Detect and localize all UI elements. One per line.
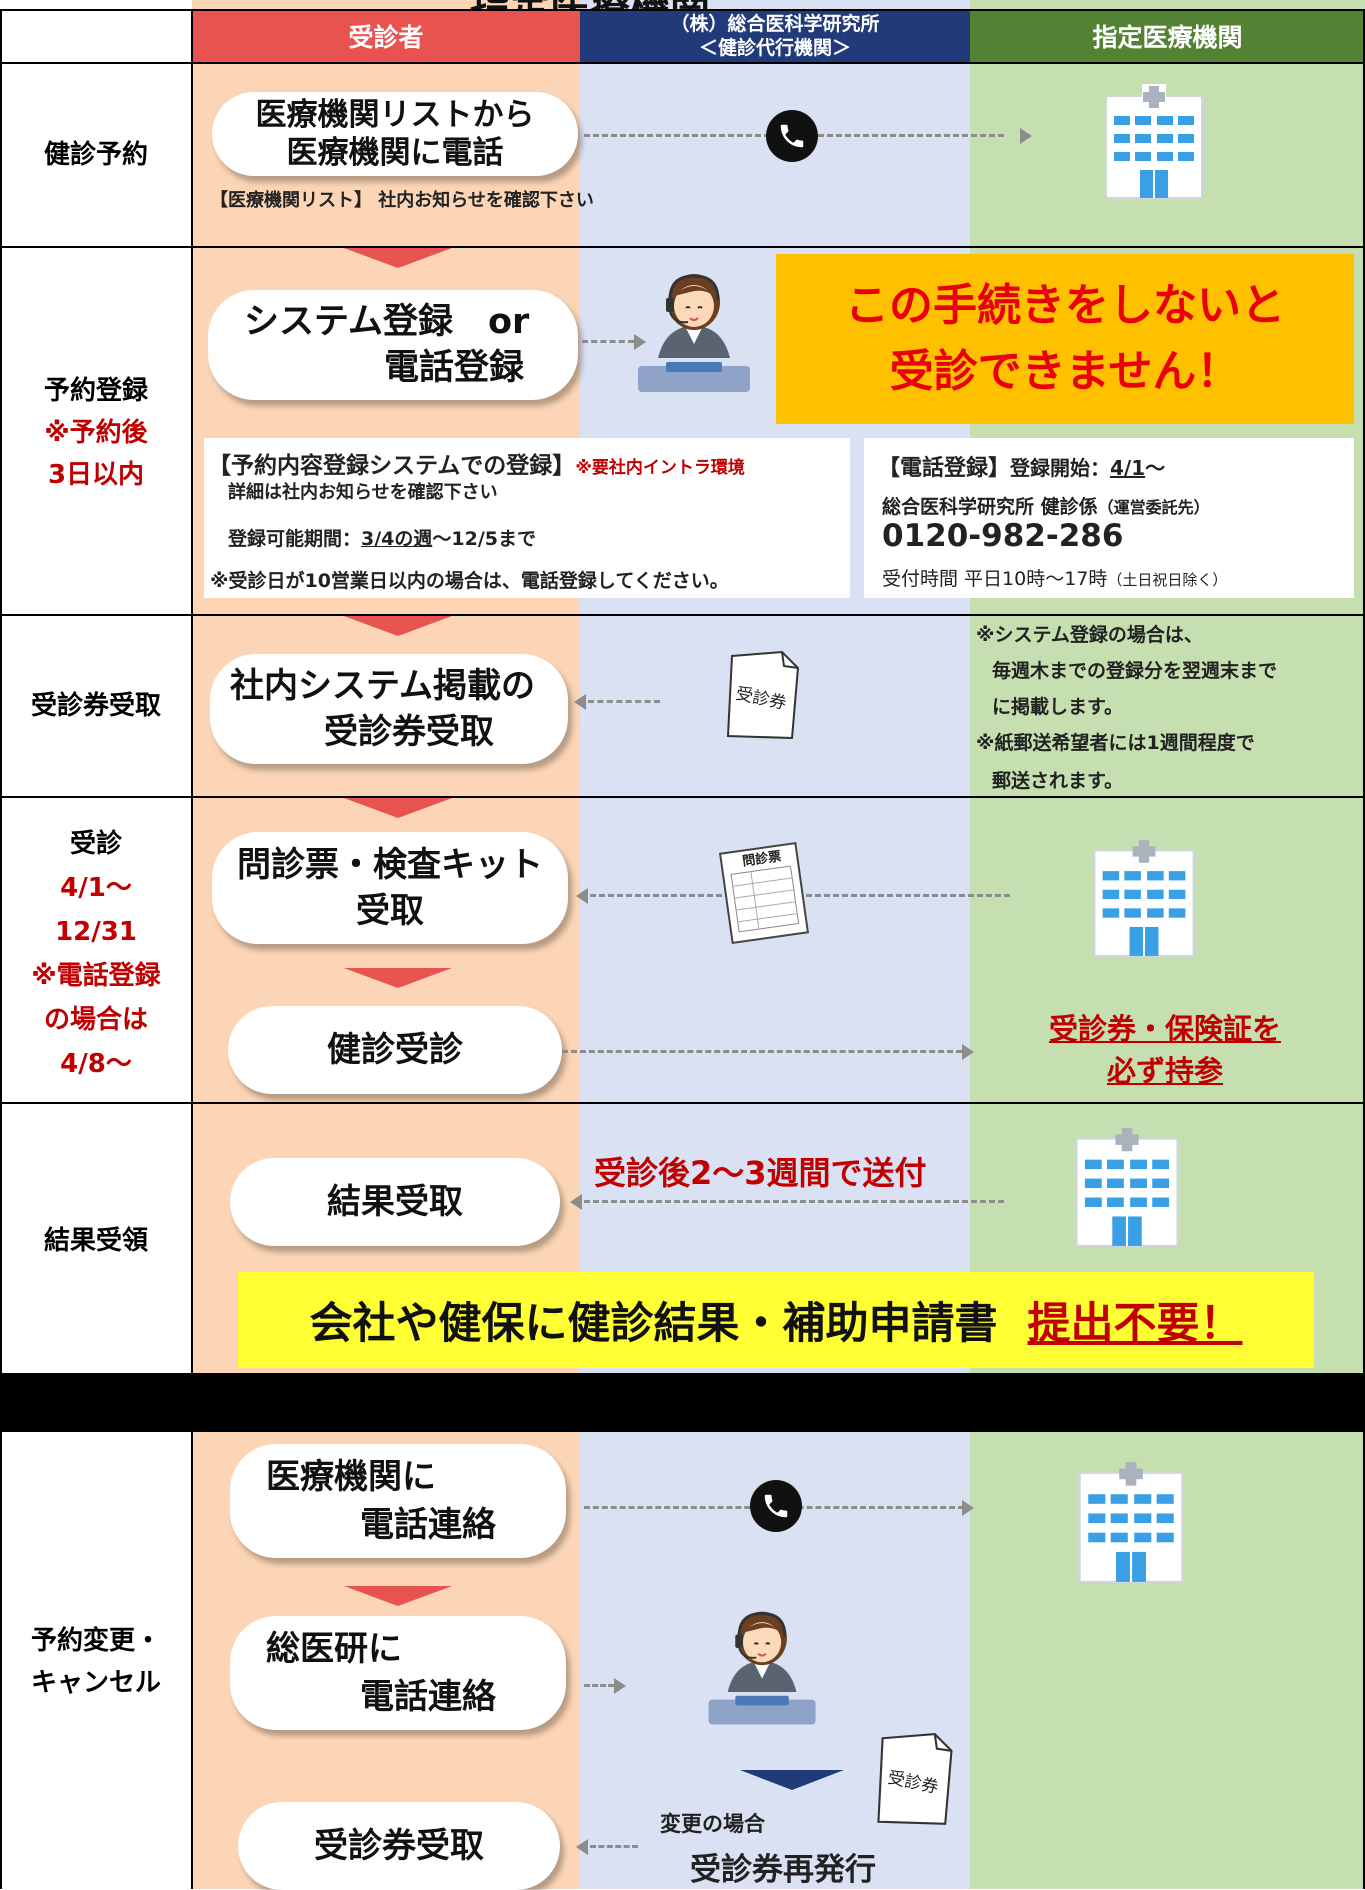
- arrow-line: [562, 1050, 962, 1053]
- phone-icon: [750, 1480, 802, 1532]
- arrow-head: [962, 1044, 974, 1060]
- pill-system-or-phone: システム登録 or 電話登録: [208, 290, 578, 400]
- stage-result: 結果受領: [43, 1226, 148, 1256]
- arrow-head: [634, 334, 646, 350]
- system-registration-box: [204, 438, 850, 598]
- pill-receive-results: 結果受取: [230, 1158, 560, 1246]
- questionnaire-icon: 問診票: [714, 842, 814, 944]
- phone-number: 0120-982-286: [882, 518, 1124, 554]
- arrow-head: [570, 1194, 582, 1210]
- pill-call-agency: 総医研に 電話連絡: [230, 1616, 566, 1730]
- header-agency-line2: ＜健診代行機関＞: [698, 37, 851, 59]
- black-separator-band: [0, 1373, 1365, 1432]
- ticket-document-icon: 受診券: [876, 1732, 956, 1828]
- arrow-line: [584, 1684, 614, 1687]
- ticket-note-4: ※紙郵送希望者には1週間程度で: [976, 732, 1255, 754]
- system-detail-note: 詳細は社内お知らせを確認下さい: [228, 482, 498, 503]
- grid-line: [191, 10, 193, 1889]
- arrow-head: [576, 1839, 588, 1855]
- header-agency: （株）総合医科学研究所 ＜健診代行機関＞: [580, 10, 970, 62]
- grid-line: [0, 614, 1365, 616]
- arrow-line: [590, 1845, 638, 1848]
- warning-box: この手続きをしないと 受診できません！: [776, 254, 1354, 424]
- arrow-line: [588, 700, 660, 703]
- arrow-head: [614, 1678, 626, 1694]
- header-agency-line1: （株）総合医科学研究所: [670, 13, 880, 35]
- phone-registration-box: [864, 438, 1354, 598]
- grid-line: [0, 9, 1365, 11]
- registration-period: 登録可能期間：3/4の週〜12/5まで: [228, 528, 537, 550]
- grid-line: [1363, 10, 1365, 1889]
- pill-call-hospital-change: 医療機関に 電話連絡: [230, 1444, 566, 1558]
- ticket-note-3: に掲載します。: [992, 696, 1124, 718]
- grid-line: [0, 246, 1365, 248]
- stage-reserve: 健診予約: [43, 140, 148, 170]
- operator-icon: [700, 1604, 826, 1738]
- send-timing-note: 受診後2〜3週間で送付: [594, 1154, 927, 1192]
- stage-register: 予約登録 ※予約後 3日以内: [43, 376, 148, 490]
- pill-call-hospital: 医療機関リストから 医療機関に電話: [212, 92, 578, 176]
- ticket-reissue-label: 受診券再発行: [690, 1852, 876, 1888]
- ticket-note-5: 郵送されます。: [992, 770, 1124, 792]
- arrow-line: [582, 340, 634, 343]
- hospital-list-note: 【医療機関リスト】 社内お知らせを確認下さい: [210, 190, 594, 211]
- phone-hours: 受付時間 平日10時〜17時（土日祝日除く）: [882, 568, 1228, 590]
- phone-registration-title: 【電話登録】登録開始：4/1〜: [878, 456, 1166, 481]
- grid-line: [0, 1102, 1365, 1104]
- ticket-note-2: 毎週木までの登録分を翌週末まで: [992, 660, 1278, 682]
- flow-arrow-down: [344, 798, 452, 818]
- arrow-head: [576, 888, 588, 904]
- header-blank-cell: [0, 10, 192, 62]
- grid-line: [0, 796, 1365, 798]
- hospital-icon: [1072, 1126, 1182, 1252]
- system-registration-title: 【予約内容登録システムでの登録】※要社内イントラ環境: [208, 453, 745, 479]
- grid-line: [0, 10, 2, 1889]
- flow-arrow-down: [344, 248, 452, 268]
- flow-arrow-down: [344, 616, 452, 636]
- arrow-head: [574, 694, 586, 710]
- header-patient: 受診者: [192, 10, 580, 62]
- grid-line: [0, 62, 1365, 64]
- stage-ticket: 受診券受取: [30, 691, 161, 721]
- system-warning: ※受診日が10営業日以内の場合は、電話登録してください。: [210, 570, 729, 592]
- bring-items-note: 受診券・保険証を 必ず持参: [1048, 1012, 1281, 1088]
- operator-icon: [630, 266, 760, 406]
- hospital-icon: [1092, 838, 1196, 962]
- pill-take-exam: 健診受診: [228, 1006, 562, 1094]
- ticket-document-icon: 受診券: [726, 650, 802, 742]
- pill-receive-ticket-change: 受診券受取: [238, 1802, 560, 1890]
- flow-arrow-down-navy: [740, 1770, 844, 1790]
- pill-receive-kit: 問診票・検査キット 受取: [212, 832, 568, 944]
- stage-change: 予約変更・ キャンセル: [30, 1626, 161, 1698]
- phone-icon: [766, 110, 818, 162]
- stage-exam: 受診 4/1〜 12/31 ※電話登録 の場合は 4/8〜: [31, 829, 161, 1079]
- flow-arrow-down: [344, 968, 452, 988]
- hospital-icon: [1076, 1460, 1186, 1588]
- pill-receive-ticket-system: 社内システム掲載の 受診券受取: [210, 654, 568, 764]
- header-hospital: 指定医療機関: [970, 10, 1365, 62]
- phone-registration-org: 総合医科学研究所 健診係（運営委託先）: [882, 496, 1210, 518]
- change-case-note: 変更の場合: [660, 1812, 765, 1836]
- hospital-icon: [1104, 84, 1204, 204]
- no-submission-banner: 会社や健保に健診結果・補助申請書提出不要！: [238, 1272, 1314, 1368]
- arrow-head: [962, 1500, 974, 1516]
- ticket-note-1: ※システム登録の場合は、: [976, 624, 1203, 646]
- flow-arrow-down: [344, 1586, 452, 1606]
- arrow-head: [1020, 128, 1032, 144]
- arrow-line: [584, 1200, 1004, 1203]
